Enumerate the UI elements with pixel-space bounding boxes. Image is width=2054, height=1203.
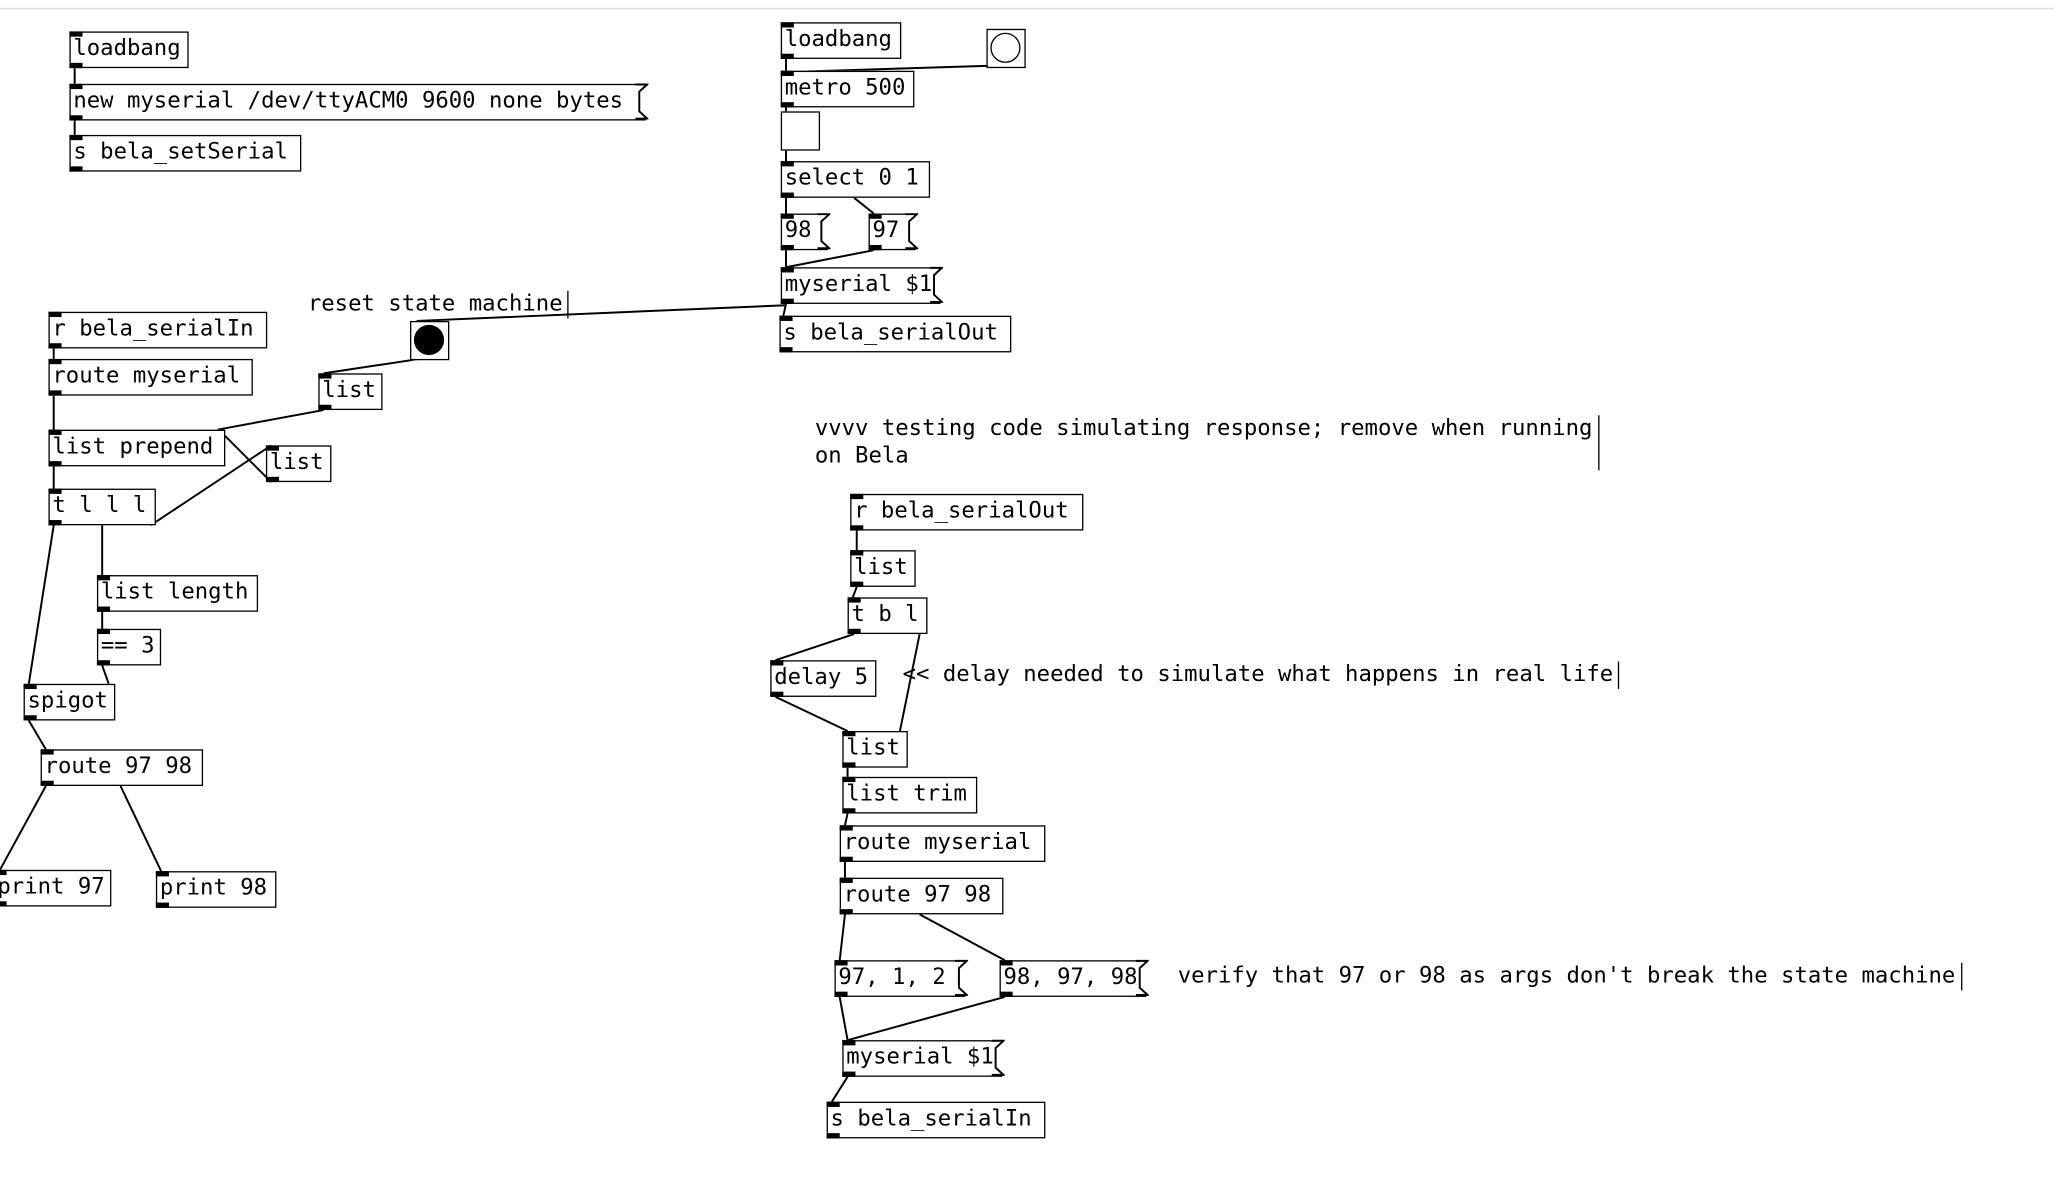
bang-circle-icon xyxy=(413,324,445,356)
send-serialout-object[interactable]: s bela_serialOut xyxy=(779,315,1012,353)
receive-serialout-object[interactable]: r bela_serialOut xyxy=(850,493,1084,531)
spigot-object[interactable]: spigot xyxy=(23,683,116,721)
print-97-object[interactable]: print 97 xyxy=(0,869,112,907)
testing-comment: vvvv testing code simulating response; r… xyxy=(815,415,1600,471)
message-text: 97 xyxy=(872,217,900,244)
metro-object[interactable]: metro 500 xyxy=(780,70,915,108)
delay-object[interactable]: delay 5 xyxy=(770,660,877,697)
print-98-object[interactable]: print 98 xyxy=(155,871,277,908)
message-text: new myserial /dev/ttyACM0 9600 none byte… xyxy=(73,87,624,114)
bang-circle-icon xyxy=(990,32,1021,63)
list-object[interactable]: list xyxy=(850,550,916,587)
delay-comment: << delay needed to simulate what happens… xyxy=(903,661,1620,690)
list-object[interactable]: list xyxy=(318,373,383,411)
list-length-object[interactable]: list length xyxy=(96,575,259,612)
message-97-1-2[interactable]: 97, 1, 2 xyxy=(834,959,969,997)
list-trim-object[interactable]: list trim xyxy=(842,776,978,814)
send-serialin-object[interactable]: s bela_serialIn xyxy=(826,1101,1046,1139)
message-text: myserial $1 xyxy=(846,1044,994,1071)
list-prepend-object[interactable]: list prepend xyxy=(48,429,226,467)
route-97-98-object[interactable]: route 97 98 xyxy=(839,877,1004,915)
message-98-97-98[interactable]: 98, 97, 98 xyxy=(999,959,1149,997)
myserial-message[interactable]: myserial $1 xyxy=(780,266,944,304)
route-myserial-object[interactable]: route myserial xyxy=(839,825,1046,862)
toggle[interactable] xyxy=(780,111,821,151)
loadbang-object[interactable]: loadbang xyxy=(780,22,902,59)
message-text: myserial $1 xyxy=(784,271,933,298)
send-setserial-object[interactable]: s bela_setSerial xyxy=(69,134,302,172)
message-text: 97, 1, 2 xyxy=(838,964,946,991)
trigger-object[interactable]: t l l l xyxy=(48,488,156,526)
reset-bang-button[interactable] xyxy=(410,320,450,361)
message-text: 98 xyxy=(784,217,812,244)
canvas-top-border xyxy=(0,7,2054,10)
verify-comment: verify that 97 or 98 as args don't break… xyxy=(1178,962,1962,991)
bang-button[interactable] xyxy=(986,28,1026,69)
message-98[interactable]: 98 xyxy=(780,213,831,251)
select-object[interactable]: select 0 1 xyxy=(780,161,931,198)
myserial-message[interactable]: myserial $1 xyxy=(842,1039,1005,1077)
open-serial-message[interactable]: new myserial /dev/ttyACM0 9600 none byte… xyxy=(69,83,649,121)
message-97[interactable]: 97 xyxy=(868,213,919,251)
list-object[interactable]: list xyxy=(265,445,332,483)
message-text: 98, 97, 98 xyxy=(1003,964,1138,991)
trigger-object[interactable]: t b l xyxy=(847,597,928,635)
reset-comment: reset state machine xyxy=(308,290,570,319)
list-object[interactable]: list xyxy=(842,730,908,768)
equals-object[interactable]: == 3 xyxy=(96,628,162,666)
route-myserial-object[interactable]: route myserial xyxy=(48,358,253,396)
loadbang-object[interactable]: loadbang xyxy=(69,31,189,69)
receive-serialin-object[interactable]: r bela_serialIn xyxy=(48,311,268,349)
route-97-98-object[interactable]: route 97 98 xyxy=(40,749,204,786)
